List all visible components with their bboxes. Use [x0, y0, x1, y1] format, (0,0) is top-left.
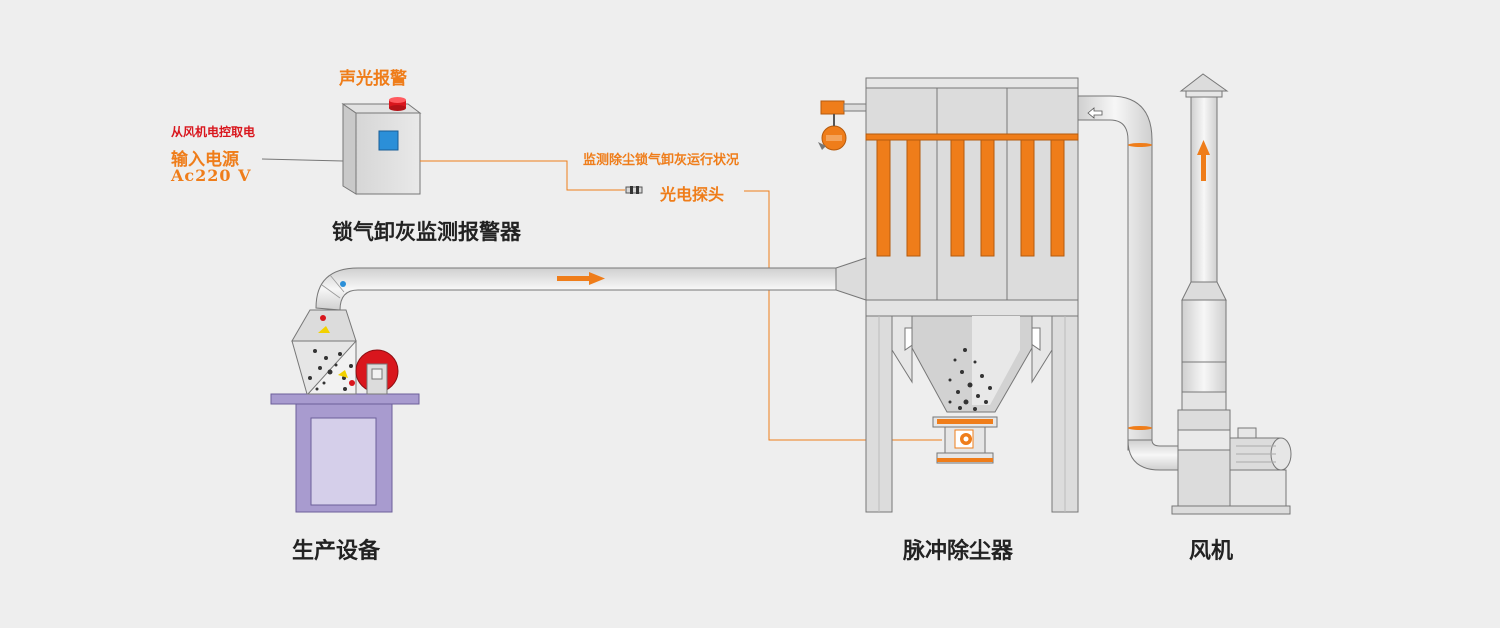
pulse-dust-collector: [818, 77, 1079, 513]
collector-label: 脉冲除尘器: [903, 539, 1014, 564]
power-wire: [261, 158, 344, 162]
alarm-label: 声光报警: [339, 69, 407, 89]
chimney-cap-icon: [1179, 73, 1229, 92]
signal-wire-upper: [420, 160, 625, 191]
voltage-label: Ac220 V: [171, 166, 252, 185]
alarm-monitor: [341, 97, 422, 195]
sensor-label: 光电探头: [660, 185, 725, 204]
return-arrow-icon: [1087, 107, 1103, 119]
alarm-light-icon: [389, 97, 406, 111]
pulse-valve-icon: [818, 100, 867, 151]
monitor-description: 监测除尘锁气卸灰运行状况: [583, 153, 740, 168]
power-source-label: 从风机电控取电: [171, 125, 256, 139]
power-input-label: 输入电源: [171, 150, 239, 170]
discharge-valve-icon: [932, 416, 998, 464]
photoelectric-probe-icon: [625, 186, 643, 194]
production-equipment: [270, 309, 420, 513]
signal-wire-lower: [744, 190, 942, 441]
production-label: 生产设备: [292, 539, 381, 564]
filter-bags: [876, 139, 1065, 257]
device-title: 锁气卸灰监测报警器: [332, 220, 521, 244]
fan-duct: [1077, 95, 1183, 471]
flow-arrow-icon: [557, 272, 605, 285]
exhaust-arrow-icon: [1197, 140, 1210, 181]
main-duct: [315, 257, 867, 311]
panel-indicator: [378, 130, 399, 151]
fan-unit: [1171, 73, 1292, 515]
fan-label: 风机: [1189, 539, 1234, 564]
